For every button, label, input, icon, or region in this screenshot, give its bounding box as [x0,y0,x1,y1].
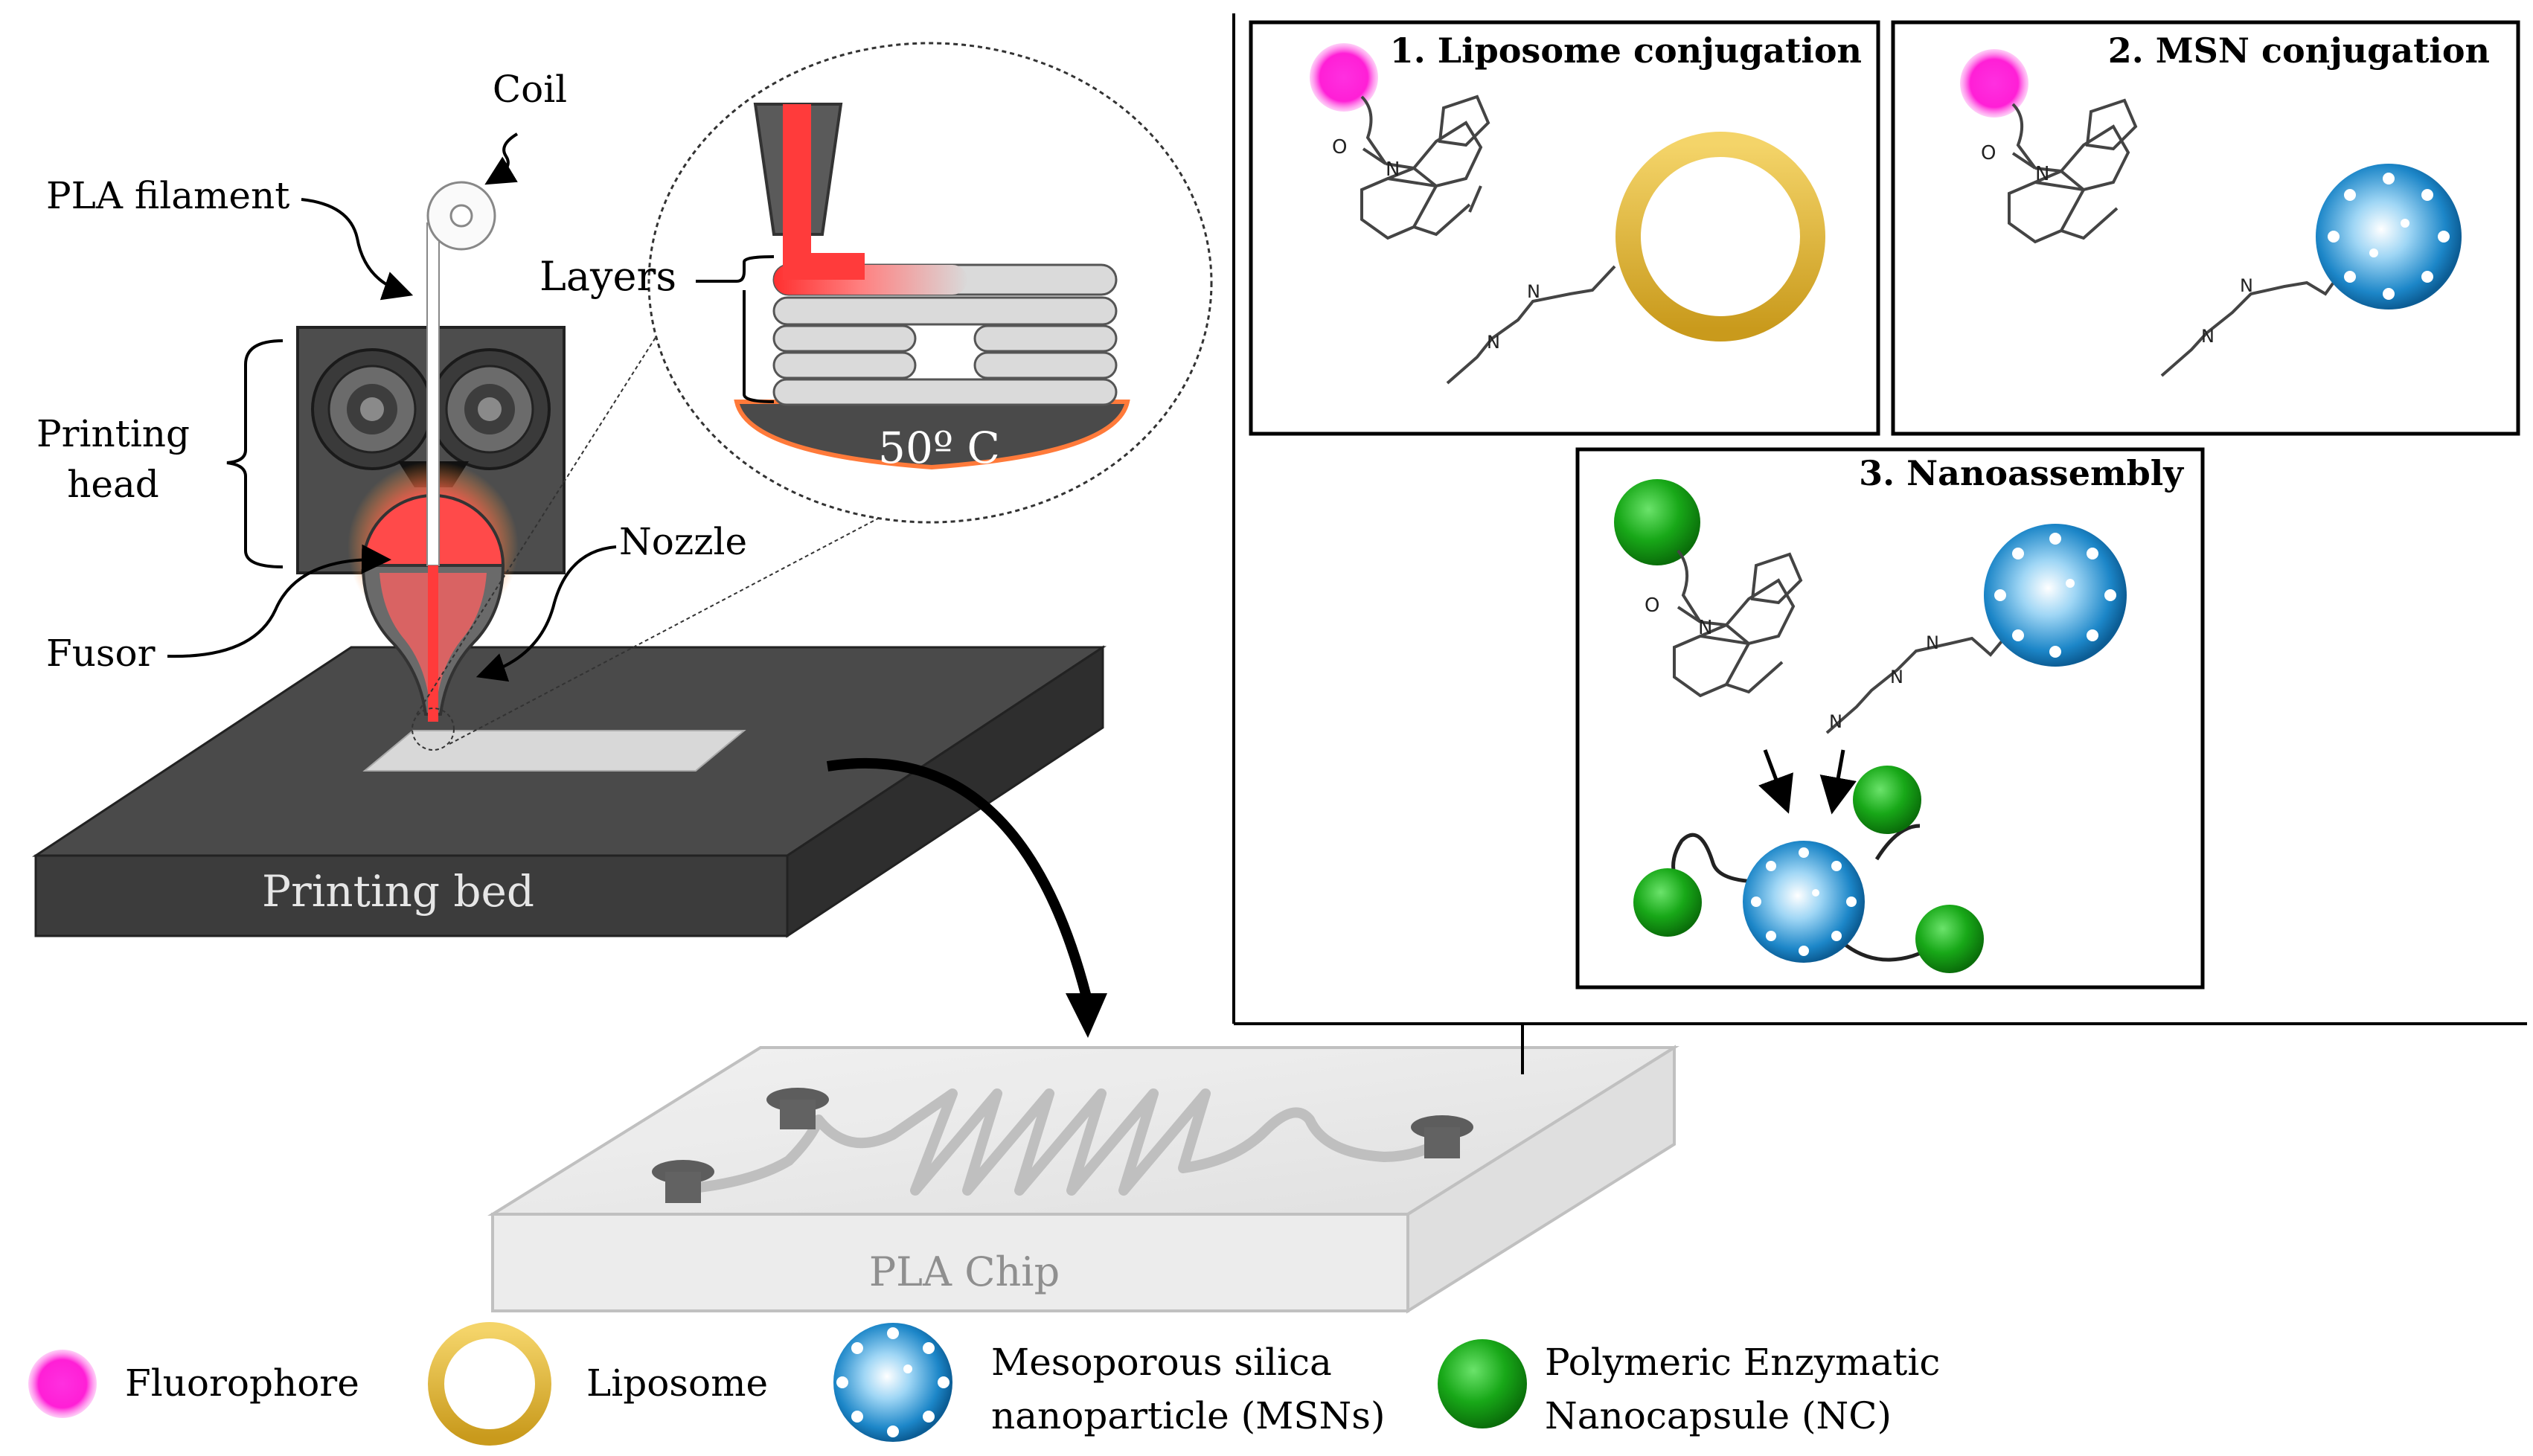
legend-nanocapsule-icon [1438,1339,1527,1428]
msn-icon-assembly [1743,841,1865,963]
coil-label: Coil [493,68,567,111]
legend-liposome-icon [428,1322,551,1446]
printing-head-label-line1: Printing [36,412,190,455]
right-gear-icon [429,348,551,470]
dbco2-oxygen: O [1981,142,1996,164]
azide-linker-2 [2160,266,2345,377]
layers-zoom-view: 50º C [647,42,1213,524]
azide-linker [1446,265,1616,385]
msn-icon-3 [1984,524,2127,667]
printing-head-label-line2: head [67,463,159,506]
printed-chip-outline [362,730,746,772]
chip-inlet-1 [766,1088,829,1129]
print-to-chip-arrow [826,758,1092,998]
azide-linker-3 [1825,631,2011,734]
nozzle-label: Nozzle [619,520,747,563]
legend-nc-label-line2: Nanocapsule (NC) [1545,1394,1892,1437]
dbco-structure-2 [2008,98,2138,244]
legend-nc-label-line1: Polymeric Enzymatic [1545,1341,1940,1384]
nanocapsule-icon-3 [1633,868,1702,937]
nanocapsule-icon-2 [1853,766,1921,834]
panel-liposome-conjugation: 1. Liposome conjugation N O N N [1249,20,1880,436]
dbco-structure-3 [1673,549,1803,698]
azide3-nitrogen-2: N [1890,667,1903,687]
chip-inlet-2 [652,1160,714,1203]
azide2-nitrogen-2: N [2240,275,2253,296]
azide3-nitrogen-1: N [1829,711,1842,732]
dbco3-nitrogen: N [1698,617,1712,639]
legend-msn-label-line2: nanoparticle (MSNs) [991,1394,1385,1437]
panel-nanoassembly: 3. Nanoassembly N O N N N [1575,447,2205,990]
legend-liposome-label: Liposome [586,1362,768,1405]
panel-msn-conjugation: 2. MSN conjugation N O N N [1891,20,2520,436]
coil-icon [426,181,496,251]
printing-bed-label: Printing bed [262,866,534,917]
legend: Fluorophore Liposome Mesoporous silica n… [28,1322,1940,1446]
legend-fluorophore-label: Fluorophore [125,1362,359,1405]
pla-chip-label: PLA Chip [869,1248,1060,1295]
pla-filament-strand [426,222,440,566]
fluorophore-icon-2 [1960,49,2028,118]
layers-brace [696,255,775,403]
layers-label: Layers [539,253,676,300]
legend-fluorophore-icon [28,1350,97,1418]
liposome-icon [1615,132,1825,341]
dbco-oxygen: O [1332,136,1347,158]
legend-msn-label-line1: Mesoporous silica [991,1341,1332,1384]
printing-head [296,181,566,722]
zoom-origin-circle [412,708,455,751]
printing-bed: Printing bed [32,645,1107,938]
fluorophore-icon [1310,43,1378,112]
legend-msn-icon [833,1323,952,1442]
azide2-nitrogen-1: N [2201,326,2215,347]
left-gear-icon [311,348,433,470]
azide-nitrogen-2: N [1527,281,1540,302]
pla-filament-label: PLA filament [46,174,289,217]
dbco-nitrogen: N [1386,158,1400,181]
azide-nitrogen-1: N [1487,332,1500,353]
dbco2-nitrogen: N [2035,163,2049,185]
panel3-title: 3. Nanoassembly [1859,453,2184,493]
chip-outlet [1411,1115,1473,1158]
dbco3-oxygen: O [1645,594,1659,617]
nanocapsule-icon [1614,479,1700,565]
fusor-label: Fusor [46,632,156,675]
microfluidic-channel [679,1088,1447,1196]
pla-chip: PLA Chip [487,1045,1679,1314]
msn-icon [2316,164,2462,310]
panel1-title: 1. Liposome conjugation [1390,31,1862,71]
dbco-structure [1360,94,1490,240]
panel2-title: 2. MSN conjugation [2108,31,2490,71]
bed-temperature: 50º C [878,423,1000,473]
printing-head-brace [226,339,284,568]
azide3-nitrogen-3: N [1926,632,1939,653]
nanocapsule-icon-4 [1915,905,1984,973]
